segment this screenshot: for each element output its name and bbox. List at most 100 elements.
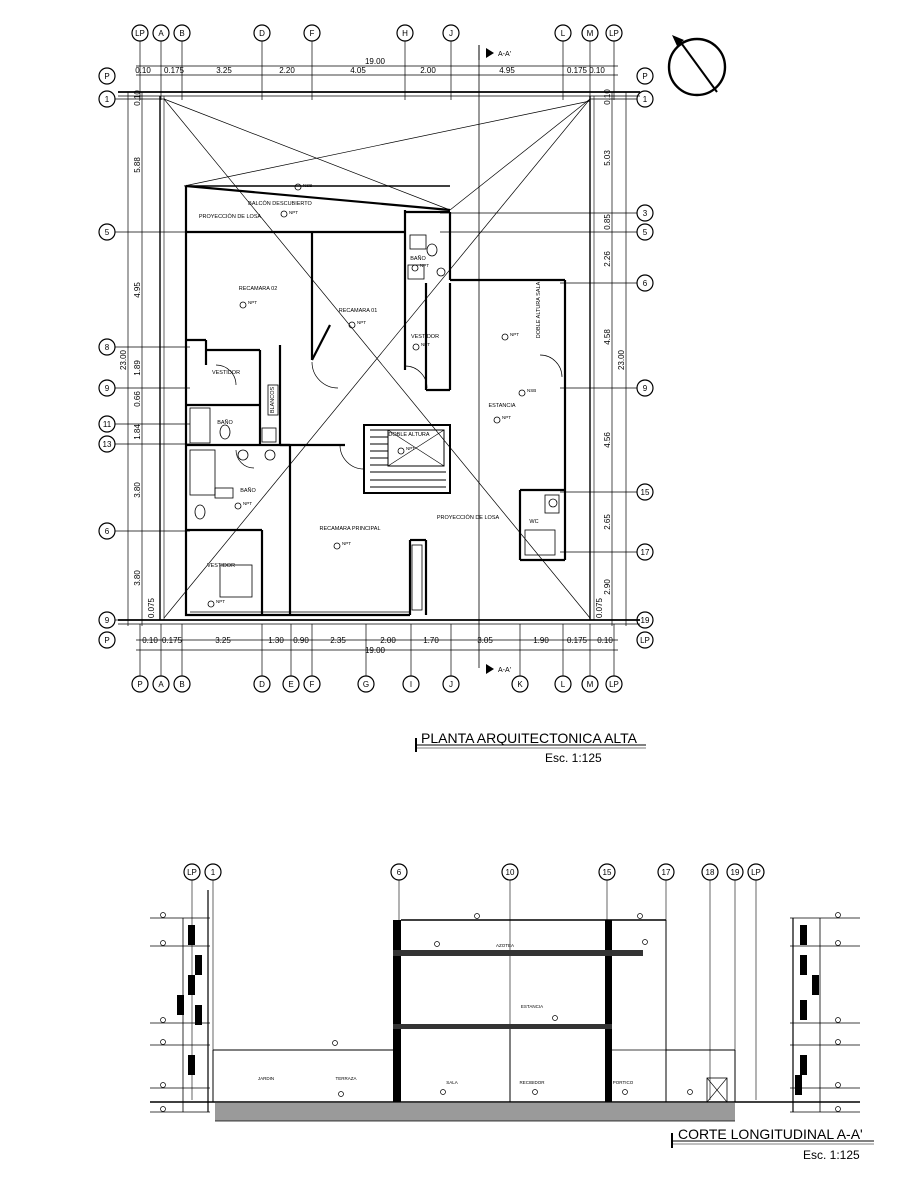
neighbour-left (150, 890, 210, 1113)
level-marker-icon (207, 600, 215, 608)
axis-label: LP (135, 29, 145, 38)
dimension: 0.10 (589, 66, 605, 75)
room-labels: BALCÓN DESCUBIERTO PROYECCIÓN DE LOSA RE… (199, 200, 542, 569)
svg-text:4.58: 4.58 (603, 329, 612, 345)
svg-text:0.075: 0.075 (595, 597, 604, 618)
level-marker-icon (160, 940, 166, 946)
section-marker-bottom: A-A' (486, 664, 511, 674)
svg-text:NPT: NPT (216, 599, 225, 604)
svg-text:LP: LP (609, 680, 619, 689)
right-dimension-text: 23.00 0.10 5.03 0.85 2.26 4.58 4.56 2.65… (595, 89, 626, 618)
level-marker-icon (294, 183, 302, 191)
plan-title: PLANTA ARQUITECTONICA ALTA (421, 730, 638, 746)
svg-text:P: P (104, 636, 109, 645)
svg-text:0.85: 0.85 (603, 214, 612, 230)
dimension: 4.95 (499, 66, 515, 75)
bottom-axis-bubbles (131, 675, 623, 693)
svg-text:2.00: 2.00 (380, 636, 396, 645)
svg-text:NPT: NPT (289, 210, 298, 215)
svg-text:0.10: 0.10 (603, 89, 612, 105)
svg-text:M: M (587, 680, 594, 689)
section-level-markers (160, 912, 841, 1112)
svg-text:1.30: 1.30 (268, 636, 284, 645)
svg-text:ESTANCIA: ESTANCIA (521, 1004, 543, 1009)
axis-label: A (158, 29, 164, 38)
svg-text:LP: LP (751, 868, 761, 877)
svg-text:9: 9 (105, 384, 110, 393)
level-marker-icon (239, 301, 247, 309)
top-axis-bubbles (131, 24, 623, 42)
left-axis-lines (115, 92, 190, 626)
room-label: BAÑO (410, 255, 426, 262)
svg-text:5: 5 (643, 228, 648, 237)
level-marker-icon (160, 1017, 166, 1023)
svg-text:NSB: NSB (303, 183, 312, 188)
svg-text:1.89: 1.89 (133, 360, 142, 376)
plan-title-block: PLANTA ARQUITECTONICA ALTA Esc. 1:125 (415, 730, 646, 765)
svg-text:3.25: 3.25 (215, 636, 231, 645)
axis-label: H (402, 29, 408, 38)
dimension: 4.05 (350, 66, 366, 75)
svg-text:NPT: NPT (248, 300, 257, 305)
svg-text:A-A': A-A' (498, 51, 511, 58)
room-label: BALCÓN DESCUBIERTO (248, 200, 312, 207)
room-label: WC (529, 519, 538, 525)
bottom-dimension-text: 0.10 0.175 3.25 1.30 0.90 2.35 2.00 1.70… (142, 636, 613, 655)
svg-text:3: 3 (643, 209, 648, 218)
svg-text:B: B (179, 680, 184, 689)
svg-text:F: F (310, 680, 315, 689)
svg-text:1: 1 (643, 95, 648, 104)
level-marker-icon (637, 913, 643, 919)
bottom-axis-lines (136, 624, 618, 676)
svg-text:5.88: 5.88 (133, 157, 142, 173)
svg-text:SALA: SALA (446, 1080, 458, 1085)
svg-text:3.80: 3.80 (133, 482, 142, 498)
level-marker-icon (835, 1082, 841, 1088)
room-label: VESTIDOR (207, 563, 235, 569)
svg-text:NPT: NPT (406, 446, 415, 451)
svg-text:JARDIN: JARDIN (258, 1076, 274, 1081)
room-label: ESTANCIA (488, 403, 515, 409)
right-axis-lines (440, 92, 637, 626)
svg-text:3.05: 3.05 (477, 636, 493, 645)
level-marker-icon (234, 502, 242, 510)
level-marker-icon (332, 1040, 338, 1046)
level-marker-icon (333, 542, 341, 550)
svg-text:2.90: 2.90 (603, 579, 612, 595)
room-label: VESTIDOR (212, 370, 240, 376)
level-marker-icon (338, 1091, 344, 1097)
level-marker-icon (434, 941, 440, 947)
level-marker-icon (160, 1039, 166, 1045)
ground (150, 1101, 860, 1122)
axis-label: D (259, 29, 265, 38)
svg-text:19: 19 (641, 616, 650, 625)
svg-text:0.10: 0.10 (142, 636, 158, 645)
room-label: DOBLE ALTURA SALA (536, 281, 542, 338)
svg-text:NPT: NPT (421, 342, 430, 347)
svg-text:0.10: 0.10 (597, 636, 613, 645)
longitudinal-section: LP 1 6 10 15 17 18 19 LP (150, 863, 874, 1162)
svg-text:P: P (642, 72, 647, 81)
level-marker-icon (411, 264, 419, 272)
svg-text:6: 6 (105, 527, 110, 536)
axis-label: B (179, 29, 184, 38)
svg-text:0.175: 0.175 (162, 636, 183, 645)
svg-text:3.80: 3.80 (133, 570, 142, 586)
level-marker-icon (835, 1106, 841, 1112)
level-marker-icon (552, 1015, 558, 1021)
level-marker-icon (501, 333, 509, 341)
section-title: CORTE LONGITUDINAL A-A' (678, 1126, 863, 1142)
svg-text:0.10: 0.10 (133, 90, 142, 106)
svg-text:6: 6 (397, 868, 402, 877)
svg-text:LP: LP (640, 636, 650, 645)
svg-text:15: 15 (641, 488, 650, 497)
left-axis-bubbles (98, 67, 116, 649)
top-axis-lines (136, 41, 618, 100)
room-label: PROYECCIÓN DE LOSA (199, 213, 262, 220)
svg-text:RECIBIDOR: RECIBIDOR (519, 1080, 545, 1085)
svg-text:1.70: 1.70 (423, 636, 439, 645)
svg-text:9: 9 (643, 384, 648, 393)
svg-text:NPT: NPT (243, 501, 252, 506)
svg-text:L: L (561, 680, 566, 689)
